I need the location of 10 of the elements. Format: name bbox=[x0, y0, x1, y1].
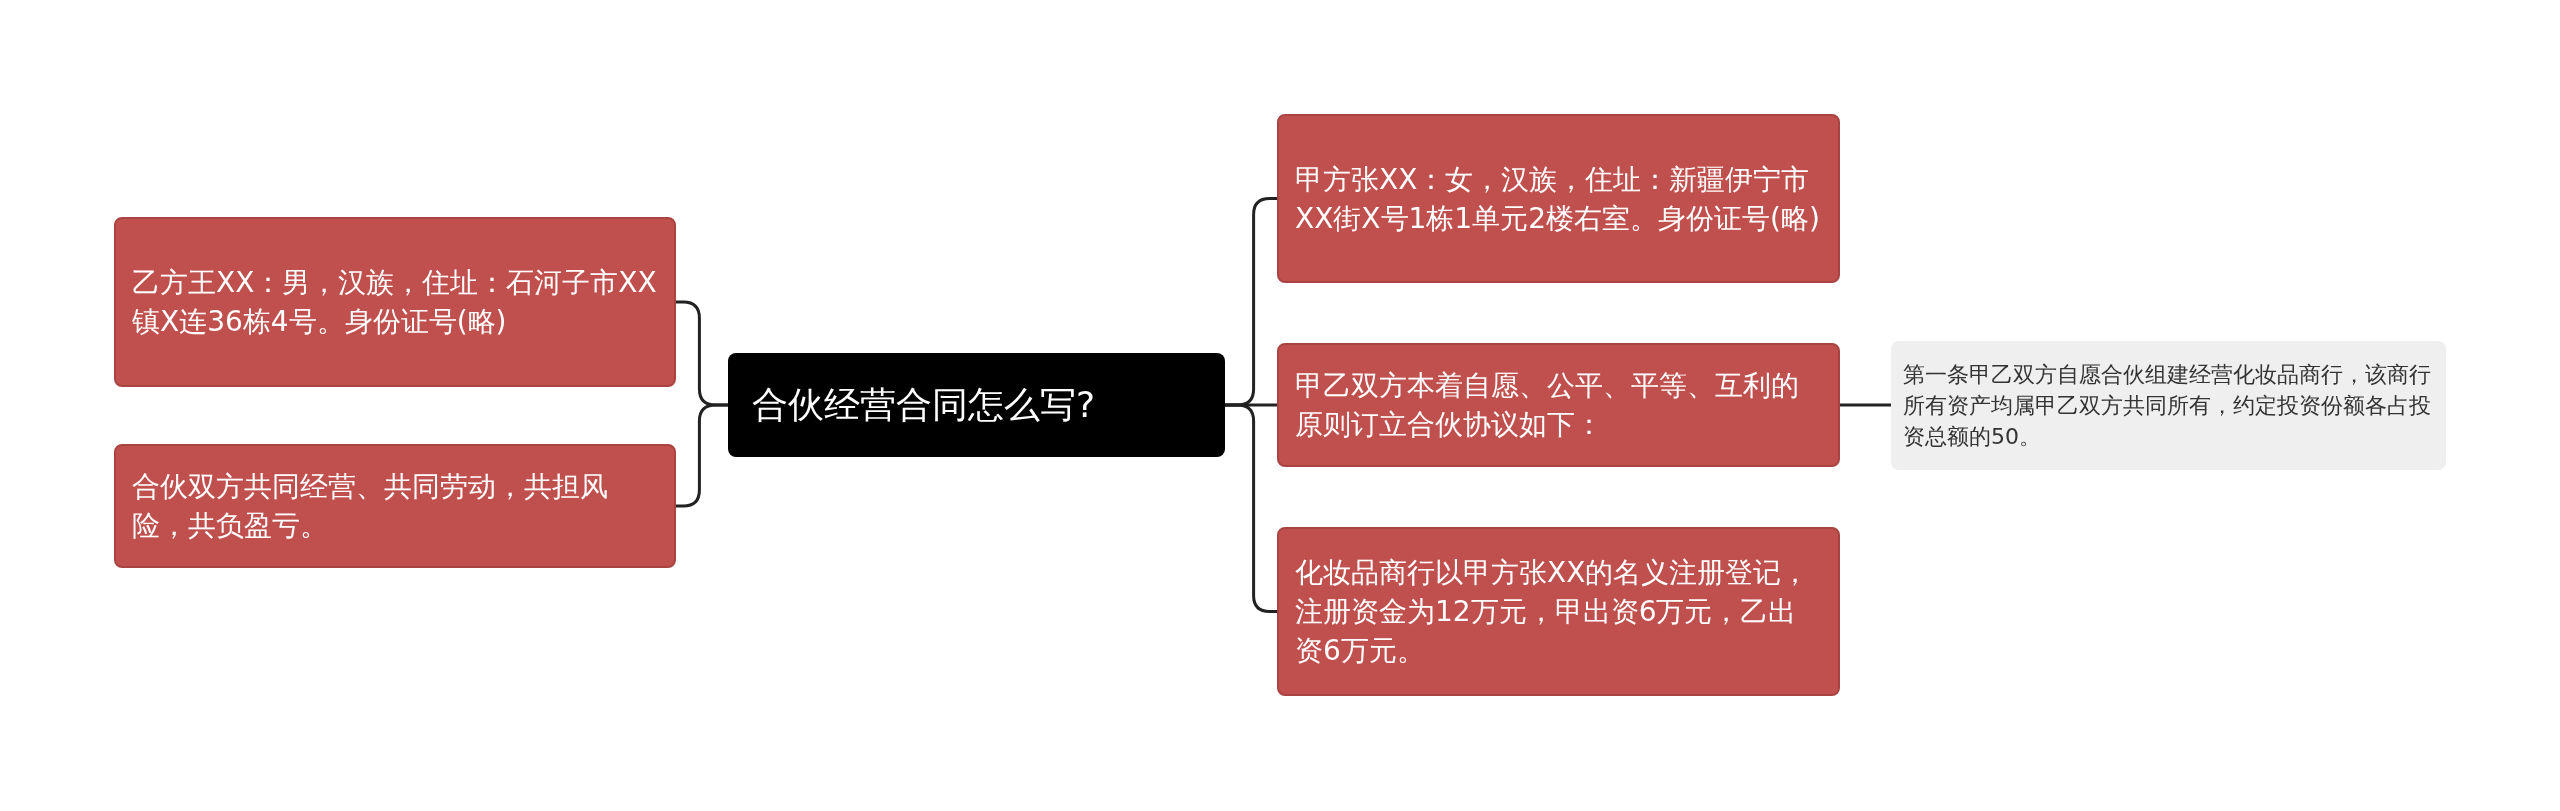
root-topic: 合伙经营合同怎么写? bbox=[728, 353, 1225, 457]
connector-line bbox=[1840, 403, 1891, 407]
subtopic-box: 第一条甲乙双方自愿合伙组建经营化妆品商行，该商行所有资产均属甲乙双方共同所有，约定投资份额各占投资总额的50。 bbox=[1891, 341, 2446, 470]
topic-box: 化妆品商行以甲方张XX的名义注册登记，注册资金为12万元，甲出资6万元，乙出资6万元。 bbox=[1277, 527, 1840, 696]
topic-box: 乙方王XX：男，汉族，住址：石河子市XX镇X连36栋4号。身份证号(略) bbox=[114, 217, 676, 387]
connector-line bbox=[676, 403, 728, 508]
topic-box: 甲方张XX：女，汉族，住址：新疆伊宁市XX街X号1栋1单元2楼右室。身份证号(略) bbox=[1277, 114, 1840, 283]
topic-box: 合伙双方共同经营、共同劳动，共担风险，共负盈亏。 bbox=[114, 444, 676, 568]
topic-box: 甲乙双方本着自愿、公平、平等、互利的原则订立合伙协议如下： bbox=[1277, 343, 1840, 467]
connector-line bbox=[1225, 403, 1277, 613]
